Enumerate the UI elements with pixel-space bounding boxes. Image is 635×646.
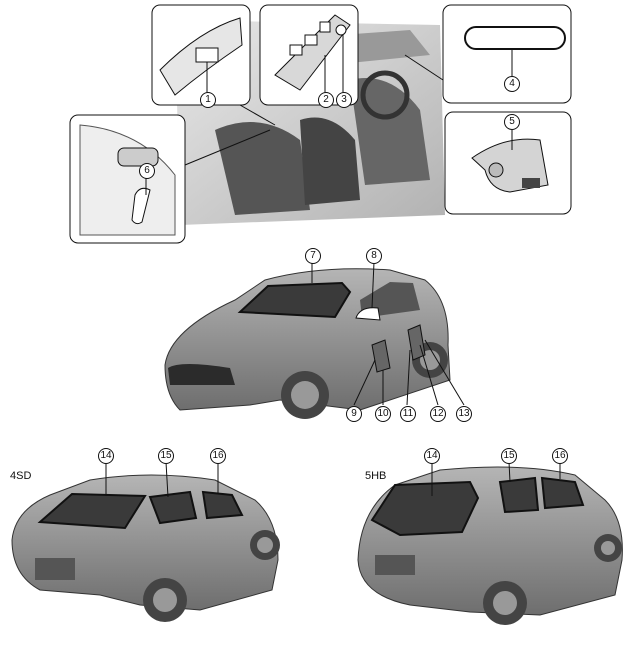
hatch-rear-car xyxy=(357,461,623,625)
callout-10: 10 xyxy=(375,406,391,422)
callout-16-hatch: 16 xyxy=(552,448,568,464)
callout-14-sedan: 14 xyxy=(98,448,114,464)
window-switch-callout xyxy=(151,4,276,126)
callout-9: 9 xyxy=(346,406,362,422)
callout-14-hatch: 14 xyxy=(424,448,440,464)
mirror-callout xyxy=(404,4,572,104)
callout-3: 3 xyxy=(336,92,352,108)
callout-6: 6 xyxy=(139,163,155,179)
callout-4: 4 xyxy=(504,76,520,92)
callout-1: 1 xyxy=(200,92,216,108)
callout-15-hatch: 15 xyxy=(501,448,517,464)
variant-label-hatch: 5HB xyxy=(365,470,387,482)
callout-8: 8 xyxy=(366,248,382,264)
hatch-front-car xyxy=(164,261,465,419)
callout-11: 11 xyxy=(400,406,416,422)
callout-12: 12 xyxy=(430,406,446,422)
callout-5: 5 xyxy=(504,114,520,130)
callout-16-sedan: 16 xyxy=(210,448,226,464)
callout-7: 7 xyxy=(305,248,321,264)
master-switch-callout xyxy=(259,4,359,106)
door-switch-callout xyxy=(69,114,271,244)
callout-13: 13 xyxy=(456,406,472,422)
callout-15-sedan: 15 xyxy=(158,448,174,464)
sensor-callout xyxy=(444,111,572,215)
sedan-rear-car xyxy=(11,461,280,622)
variant-label-sedan: 4SD xyxy=(10,470,32,482)
callout-2: 2 xyxy=(318,92,334,108)
